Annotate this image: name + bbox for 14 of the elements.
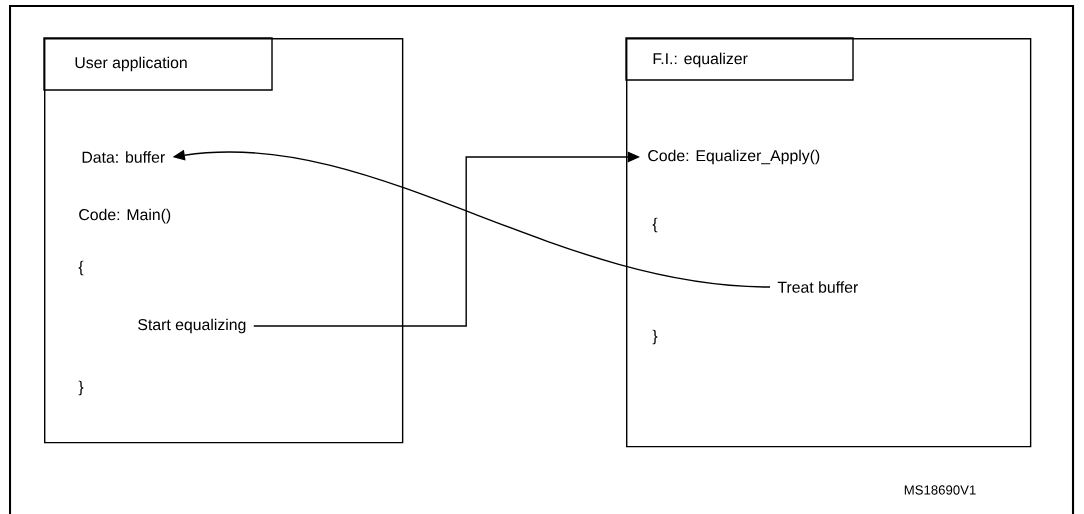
code-text: Start equalizing bbox=[138, 318, 246, 334]
code-text: Treat buffer bbox=[777, 281, 858, 293]
panel bbox=[43, 37, 404, 444]
panel-tab: User application bbox=[43, 37, 273, 91]
figure-id: MS18690V1 bbox=[904, 485, 976, 495]
code-text: { bbox=[78, 260, 84, 276]
code-text: } bbox=[78, 380, 84, 396]
panel-tab: F.I.: equalizer bbox=[625, 37, 854, 81]
code-text: Code: Main() bbox=[79, 208, 171, 224]
code-text: { bbox=[652, 217, 658, 233]
code-text: Data: buffer bbox=[82, 151, 165, 163]
code-text: Code: Equalizer_Apply() bbox=[648, 149, 820, 165]
panel bbox=[625, 37, 1032, 448]
code-text: } bbox=[652, 329, 658, 345]
